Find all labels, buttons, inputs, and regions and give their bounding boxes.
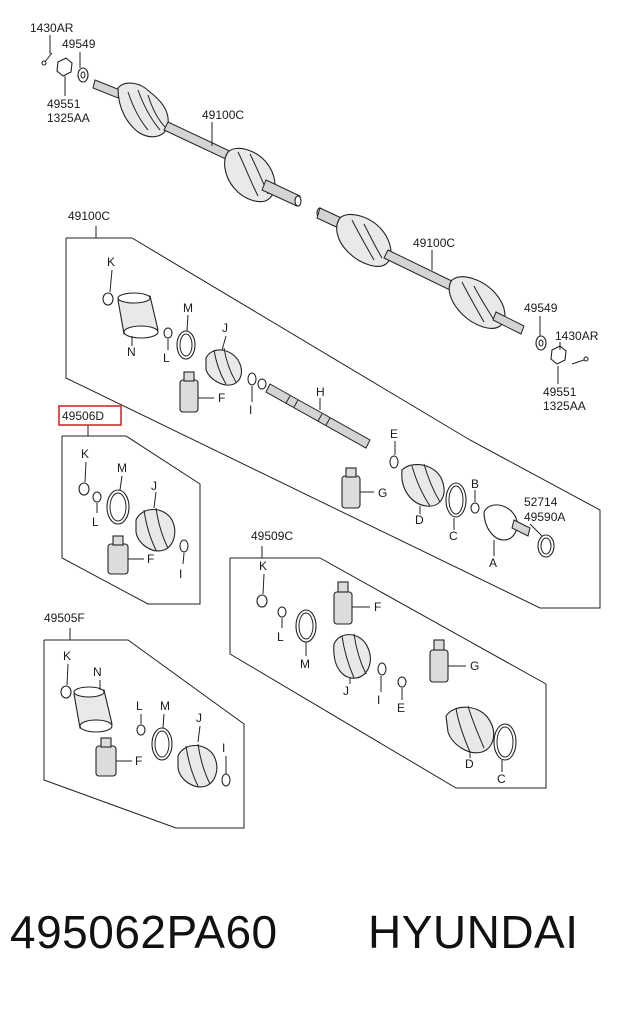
product-caption: 495062PA60 HYUNDAI <box>0 905 620 975</box>
letter-D-large-box: D <box>415 513 424 527</box>
letter-G-49509C: G <box>470 659 479 673</box>
label-1325AA-right: 1325AA <box>543 399 586 413</box>
label-49549-top: 49549 <box>62 37 96 51</box>
top-left-drive-shaft <box>41 52 302 207</box>
label-49549-right: 49549 <box>524 301 558 315</box>
letter-F-49509C: F <box>374 600 381 614</box>
label-49551-top: 49551 <box>47 97 81 111</box>
label-49506D-highlighted[interactable]: 49506D <box>62 409 104 423</box>
kit-49100C-parts <box>102 269 555 558</box>
letter-E-49509C: E <box>397 701 405 715</box>
letter-F-49505F: F <box>135 754 142 768</box>
letter-L-large-box: L <box>163 351 170 365</box>
kit-box-outline-49506D <box>61 435 201 605</box>
letter-N-49505F: N <box>93 665 102 679</box>
letter-D-49509C: D <box>465 757 474 771</box>
letter-C-large-box: C <box>449 529 458 543</box>
label-1430AR-right: 1430AR <box>555 329 599 343</box>
label-1325AA-top: 1325AA <box>47 111 90 125</box>
letter-F-49506D: F <box>147 552 154 566</box>
letter-M-49505F: M <box>160 699 170 713</box>
kit-box-outline-49100C <box>65 237 601 609</box>
letter-J-large-box: J <box>222 321 228 335</box>
letter-M-49506D: M <box>117 461 127 475</box>
label-49509C: 49509C <box>251 529 293 543</box>
letter-E-large-box: E <box>390 427 398 441</box>
exploded-parts-diagram: 1430AR 49549 49551 1325AA 49100C 49100C … <box>30 21 601 829</box>
letter-I-49509C: I <box>377 693 380 707</box>
letter-M-49509C: M <box>300 657 310 671</box>
kit-49509C-parts <box>256 573 517 772</box>
letter-I-49506D: I <box>179 567 182 581</box>
letter-C-49509C: C <box>497 772 506 786</box>
letter-K-49506D: K <box>81 447 89 461</box>
label-49100C-box: 49100C <box>68 209 110 223</box>
letter-L-49509C: L <box>277 630 284 644</box>
label-49551-right: 49551 <box>543 385 577 399</box>
top-right-drive-shaft <box>316 207 589 365</box>
kit-49506D-parts <box>78 461 189 575</box>
letter-K-large-box: K <box>107 255 115 269</box>
letter-L-49506D: L <box>92 515 99 529</box>
label-1430AR-top: 1430AR <box>30 21 74 35</box>
letter-A-large-box: A <box>489 556 497 570</box>
letter-F-large-box: F <box>218 391 225 405</box>
letter-I-49505F: I <box>222 741 225 755</box>
label-49100C-mid: 49100C <box>413 236 455 250</box>
letter-K-49509C: K <box>259 559 267 573</box>
letter-J-49505F: J <box>196 711 202 725</box>
letter-G-large-box: G <box>378 486 387 500</box>
letter-N-large-box: N <box>127 345 136 359</box>
kit-49505F-parts <box>60 663 231 788</box>
kit-box-outline-49505F <box>43 639 245 829</box>
label-49505F: 49505F <box>44 611 85 625</box>
letter-K-49505F: K <box>63 649 71 663</box>
label-49590A: 49590A <box>524 510 565 524</box>
letter-H-large-box: H <box>316 385 325 399</box>
highlighted-kit-label-frame[interactable] <box>58 405 122 426</box>
part-labels: 1430AR 49549 49551 1325AA 49100C 49100C … <box>30 21 599 786</box>
label-52714: 52714 <box>524 495 558 509</box>
kit-box-outline-49509C <box>229 557 547 789</box>
letter-J-49509C: J <box>343 684 349 698</box>
label-49100C-top: 49100C <box>202 108 244 122</box>
letter-I-large-box: I <box>249 403 252 417</box>
part-number-text: 495062PA60 <box>10 906 278 958</box>
letter-B-large-box: B <box>471 477 479 491</box>
letter-J-49506D: J <box>151 479 157 493</box>
letter-L-49505F: L <box>136 699 143 713</box>
letter-M-large-box: M <box>183 301 193 315</box>
brand-name-text: HYUNDAI <box>368 906 579 958</box>
